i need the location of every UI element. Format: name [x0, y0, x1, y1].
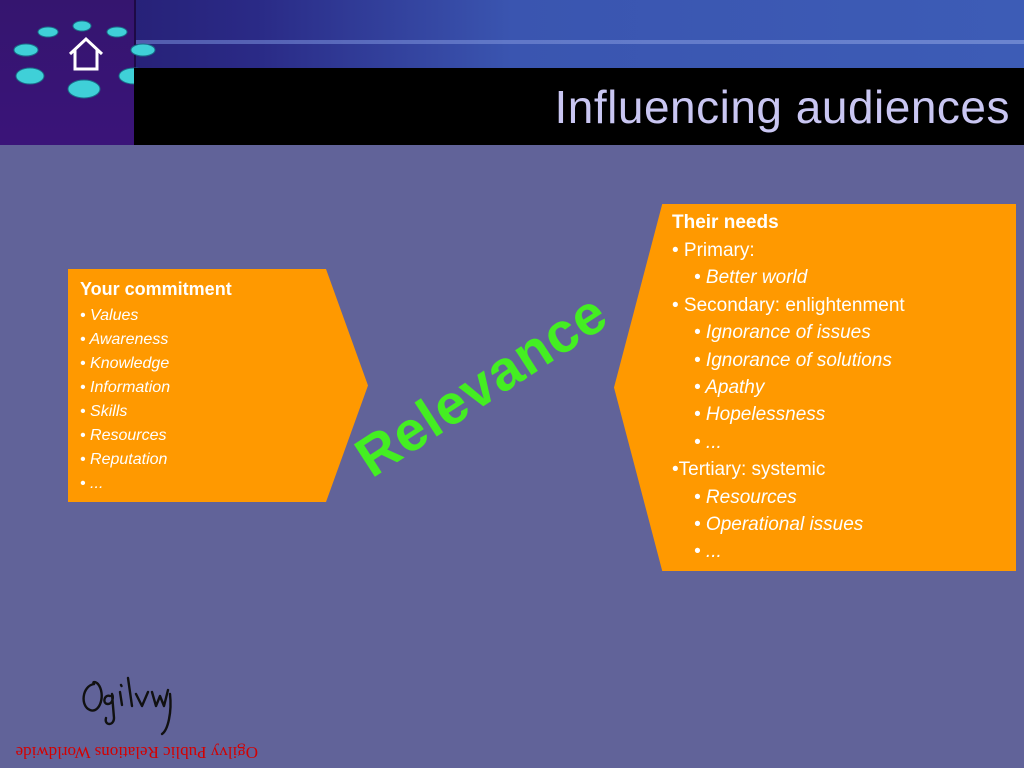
list-item: • Resources: [694, 486, 797, 508]
needs-list: • Primary: • Better world • Secondary: e…: [672, 237, 1016, 566]
list-item: • ...: [694, 431, 722, 453]
list-item: •Tertiary: systemic: [672, 459, 826, 481]
list-item: • Apathy: [694, 377, 765, 399]
commitment-heading: Your commitment: [80, 279, 232, 299]
list-item: • ...: [80, 475, 104, 492]
title-bar: Influencing audiences: [134, 68, 1024, 145]
list-item: • ...: [694, 541, 722, 563]
list-item: • Hopelessness: [694, 404, 826, 426]
commitment-list: • Values • Awareness • Knowledge • Infor…: [80, 304, 368, 496]
list-item: • Reputation: [80, 451, 168, 468]
list-item: • Resources: [80, 427, 167, 444]
page-title: Influencing audiences: [554, 81, 1010, 133]
ogilvy-tagline: Ogilvy Public Relations Worldwide: [15, 743, 258, 762]
header-band: [0, 0, 1024, 68]
list-item: • Values: [80, 307, 139, 324]
needs-heading: Their needs: [672, 212, 779, 233]
list-item: • Secondary: enlightenment: [672, 294, 905, 316]
home-icon[interactable]: [66, 34, 106, 74]
list-item: • Skills: [80, 403, 128, 420]
header-stripe: [0, 40, 1024, 44]
list-item: • Primary:: [672, 240, 755, 261]
ogilvy-signature-icon: [82, 676, 172, 736]
list-item: • Awareness: [80, 331, 169, 348]
commitment-box: Your commitment • Values • Awareness • K…: [68, 269, 368, 502]
list-item: • Better world: [694, 267, 808, 289]
list-item: • Knowledge: [80, 355, 170, 372]
list-item: • Ignorance of solutions: [694, 349, 892, 371]
list-item: • Information: [80, 379, 171, 396]
list-item: • Operational issues: [694, 514, 864, 536]
needs-box: Their needs • Primary: • Better world • …: [614, 204, 1016, 571]
list-item: • Ignorance of issues: [694, 322, 871, 344]
relevance-label: Relevance: [343, 280, 619, 489]
